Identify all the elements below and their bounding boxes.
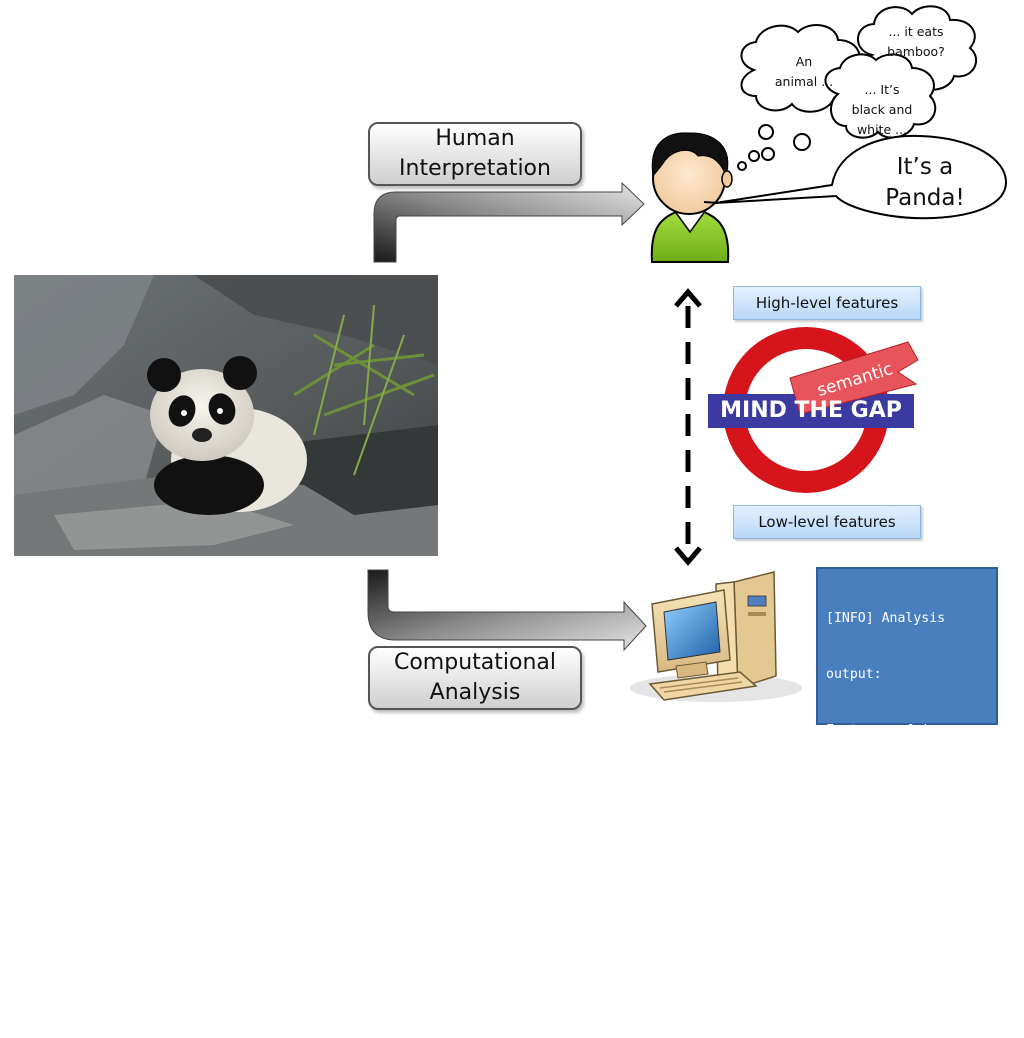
thought-bw-line2: black and bbox=[851, 102, 913, 117]
analysis-output-box: [INFO] Analysis output: Features of imag… bbox=[816, 567, 998, 1017]
low-level-features-label: Low-level features bbox=[733, 505, 921, 539]
thought-bamboo-line2: bamboo? bbox=[887, 44, 945, 59]
computer-icon bbox=[630, 571, 802, 702]
info-line: output: bbox=[826, 666, 882, 682]
arrow-to-computer bbox=[367, 569, 647, 652]
thought-animal-line2: animal ... bbox=[774, 74, 834, 89]
human-interpretation-line1: Human bbox=[435, 126, 515, 151]
speech-line2: Panda! bbox=[885, 185, 965, 211]
computational-analysis-line2: Analysis bbox=[429, 680, 521, 705]
semantic-gap-connector bbox=[674, 288, 702, 566]
thought-bw-line3: white ... bbox=[856, 122, 908, 137]
speech-line1: It’s a bbox=[896, 154, 954, 180]
high-level-features-label: High-level features bbox=[733, 286, 921, 320]
speech-bubble bbox=[714, 134, 1008, 220]
person-icon bbox=[650, 132, 733, 263]
speech-text: It’s a Panda! bbox=[850, 152, 1000, 214]
diagram-graphics bbox=[367, 5, 1008, 702]
thought-bw-line1: ... It’s bbox=[864, 82, 900, 97]
thought-bamboo-line1: ... it eats bbox=[888, 24, 944, 39]
info-line: - … bbox=[826, 1001, 850, 1017]
info-line: - Height: 768 bbox=[826, 890, 930, 906]
thought-animal-text: An animal ... bbox=[764, 52, 844, 92]
thought-bamboo-text: ... it eats bamboo? bbox=[876, 22, 956, 62]
human-interpretation-line2: Interpretation bbox=[399, 156, 551, 181]
info-line: - Date: 15.6.2016 bbox=[826, 945, 961, 961]
panda-photo bbox=[14, 275, 438, 556]
arrow-to-human bbox=[373, 181, 645, 263]
computational-analysis-box: Computational Analysis bbox=[368, 646, 582, 710]
info-line: [INFO] Analysis bbox=[826, 611, 946, 627]
thought-cloud-black-white bbox=[824, 53, 937, 139]
mind-the-gap-sign bbox=[708, 327, 919, 493]
info-line: - Width: 1024 bbox=[826, 834, 930, 850]
mind-the-gap-text: MIND THE GAP bbox=[720, 397, 902, 423]
computational-analysis-line1: Computational bbox=[393, 650, 556, 675]
human-interpretation-box: Human Interpretation bbox=[368, 122, 582, 186]
thought-dots bbox=[737, 124, 811, 171]
thought-black-white-text: ... It’s black and white ... bbox=[834, 80, 930, 140]
info-line: - Main color: grey bbox=[826, 778, 969, 794]
thought-animal-line1: An bbox=[795, 54, 813, 69]
info-line: Features of image: bbox=[826, 722, 969, 738]
